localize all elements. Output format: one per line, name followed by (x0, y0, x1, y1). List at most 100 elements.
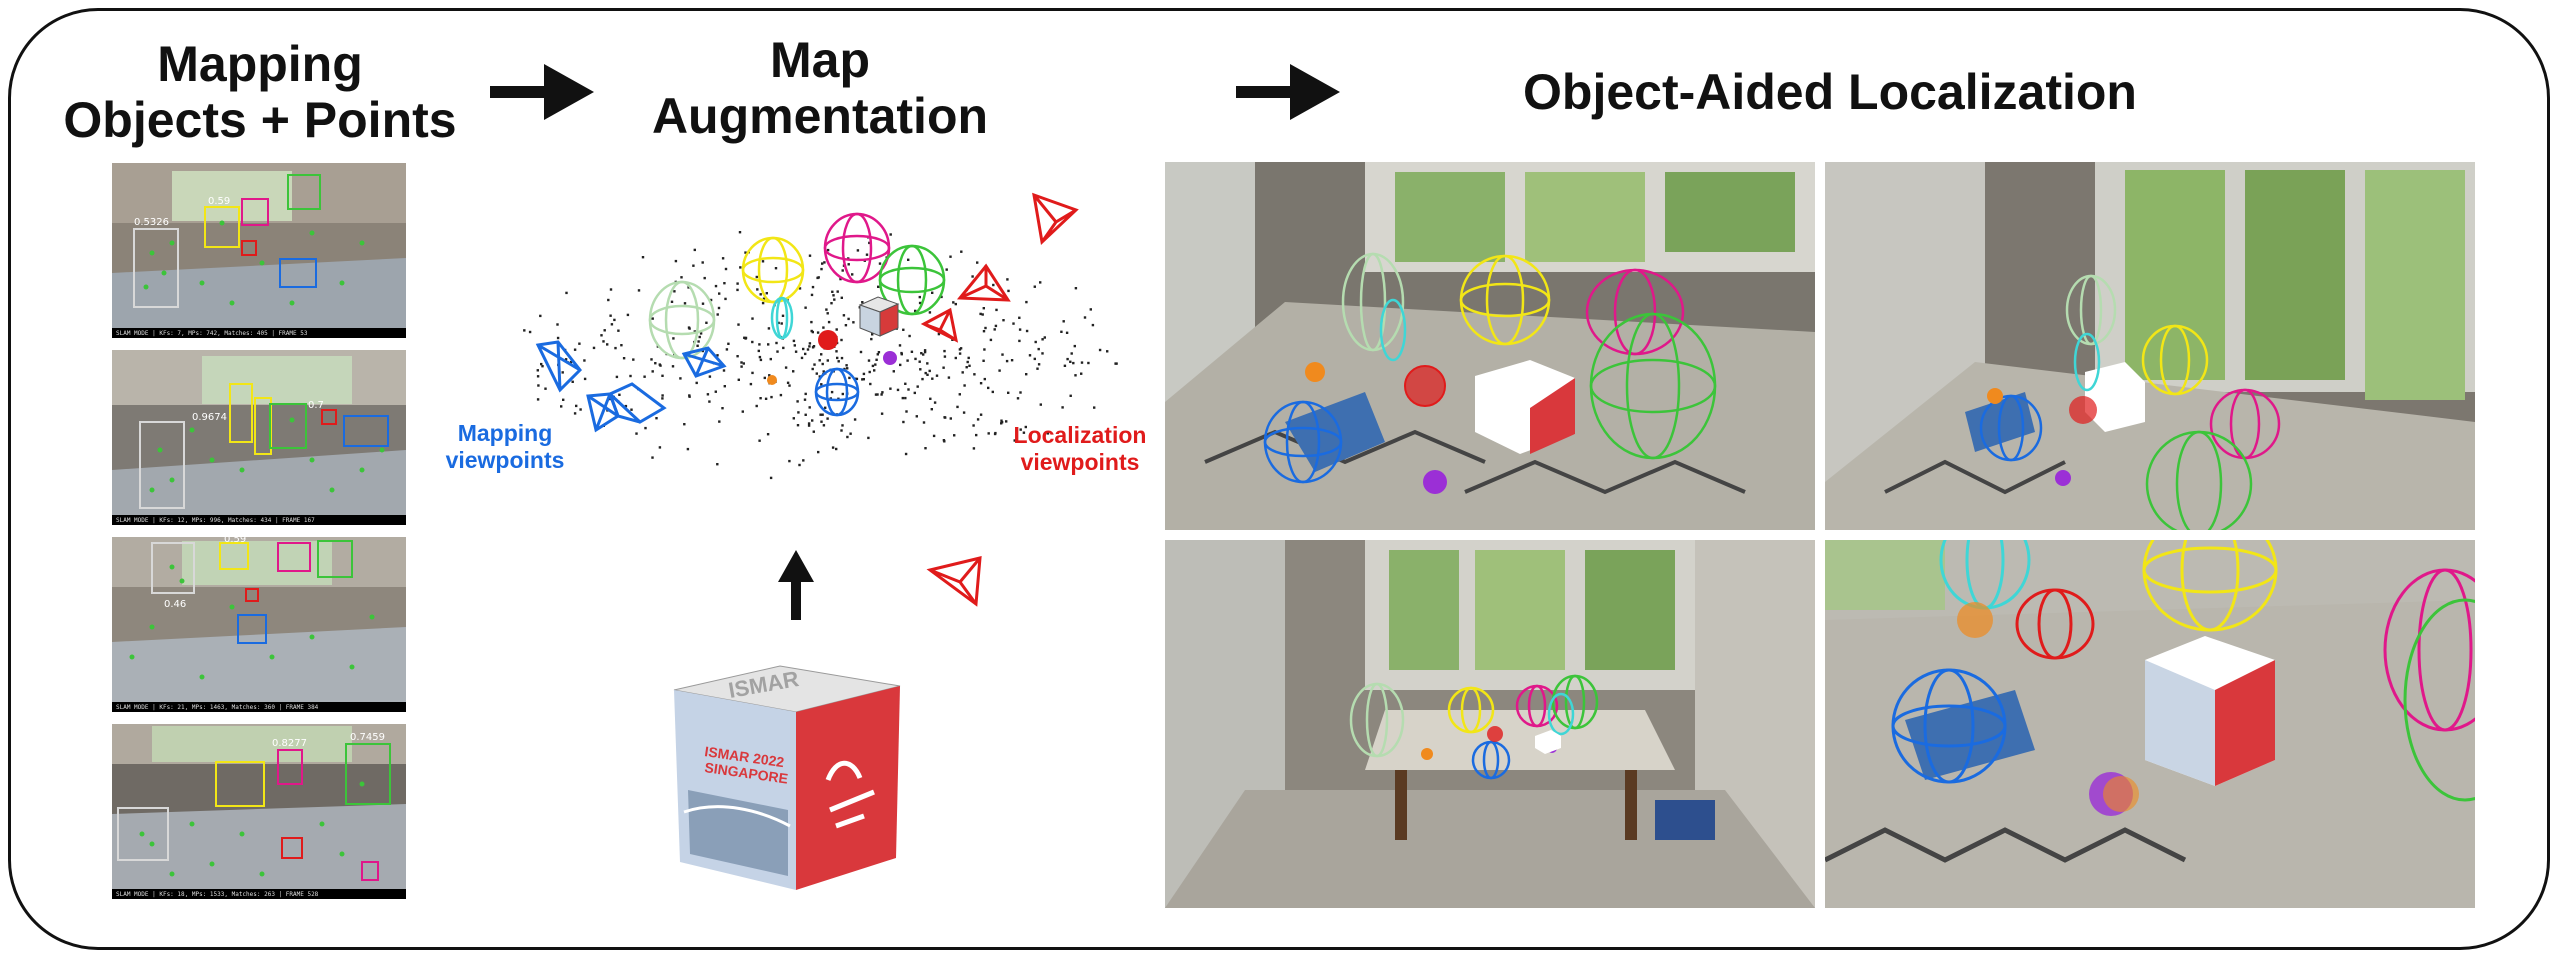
map-point (692, 264, 695, 267)
map-point (670, 300, 674, 303)
map-point (922, 421, 926, 424)
map-point (1080, 361, 1084, 364)
map-point (889, 233, 892, 236)
map-point (556, 323, 559, 326)
map-point (993, 328, 996, 331)
map-point (573, 348, 577, 351)
map-point (849, 432, 852, 435)
map-point (846, 367, 849, 370)
map-point (877, 285, 880, 288)
map-point (661, 374, 664, 377)
map-point (701, 261, 704, 264)
map-point (954, 356, 957, 360)
mapping-camera-icon (681, 346, 727, 378)
map-point (847, 263, 850, 266)
map-point (658, 446, 662, 449)
map-point (1019, 391, 1022, 394)
map-point (661, 394, 664, 397)
map-point (918, 360, 921, 363)
map-point (922, 353, 925, 356)
map-point (1002, 319, 1005, 322)
map-point (1061, 406, 1064, 409)
map-point (767, 327, 771, 330)
map-point (736, 282, 739, 285)
map-point (880, 393, 883, 396)
map-point (1039, 281, 1042, 284)
map-point (994, 324, 998, 328)
map-point (592, 346, 596, 350)
map-point (683, 423, 686, 426)
map-point (902, 328, 905, 331)
map-point (824, 406, 827, 409)
map-point (736, 288, 739, 292)
map-point (960, 250, 963, 253)
map-point (644, 426, 647, 430)
map-point (1028, 354, 1032, 357)
map-point (873, 369, 876, 372)
map-point (540, 362, 543, 366)
map-point (1063, 364, 1067, 367)
map-point (871, 333, 874, 336)
map-point (763, 376, 766, 380)
map-point (749, 382, 753, 386)
map-point (806, 348, 810, 351)
map-point (703, 276, 706, 280)
map-point (979, 312, 982, 316)
map-point (810, 320, 813, 324)
point-cloud (523, 231, 1118, 480)
map-point (794, 350, 798, 353)
map-point (751, 340, 754, 344)
map-point (792, 339, 796, 343)
map-point (600, 334, 603, 337)
map-point (560, 405, 563, 408)
map-point (831, 446, 835, 449)
map-point (983, 377, 986, 381)
map-point (924, 447, 927, 450)
map-point (919, 368, 922, 371)
map-point (807, 422, 811, 425)
map-point (1022, 431, 1026, 434)
map-point (1001, 353, 1004, 356)
map-point (569, 360, 573, 364)
map-point (1091, 323, 1095, 327)
map-point (696, 344, 699, 347)
map-point (845, 364, 848, 367)
map-point (826, 417, 829, 420)
map-point (935, 374, 939, 377)
map-point (1033, 285, 1036, 288)
map-point (995, 308, 998, 312)
map-point (1036, 367, 1039, 370)
map-point (846, 435, 849, 439)
map-point (992, 283, 995, 287)
map-point (987, 432, 990, 435)
map-point (833, 298, 836, 301)
map-point (1093, 406, 1096, 409)
map-point (983, 348, 986, 351)
map-point (900, 351, 903, 355)
map-point (815, 372, 818, 375)
map-point (1025, 373, 1028, 376)
map-point (744, 337, 747, 340)
map-point (1041, 352, 1044, 355)
map-point (609, 314, 612, 317)
map-point (877, 351, 881, 354)
map-point (821, 362, 824, 366)
map-point (635, 432, 638, 435)
map-point (821, 413, 824, 416)
map-point (1041, 338, 1044, 341)
map-point (968, 364, 971, 367)
map-point (1089, 308, 1092, 311)
map-point (945, 268, 948, 271)
mapping-camera-icon (535, 340, 583, 393)
map-point (693, 330, 696, 333)
map-point (910, 350, 914, 353)
arrow-right-icon (490, 64, 594, 120)
map-point (607, 298, 610, 302)
map-point (878, 262, 882, 265)
map-point (709, 298, 713, 302)
localization-heading: Object-Aided Localization (1523, 64, 2137, 120)
detection-score: 0.46 (164, 599, 186, 610)
map-point (803, 398, 807, 401)
map-point (1080, 372, 1083, 375)
localization-view-4 (1825, 540, 2475, 908)
